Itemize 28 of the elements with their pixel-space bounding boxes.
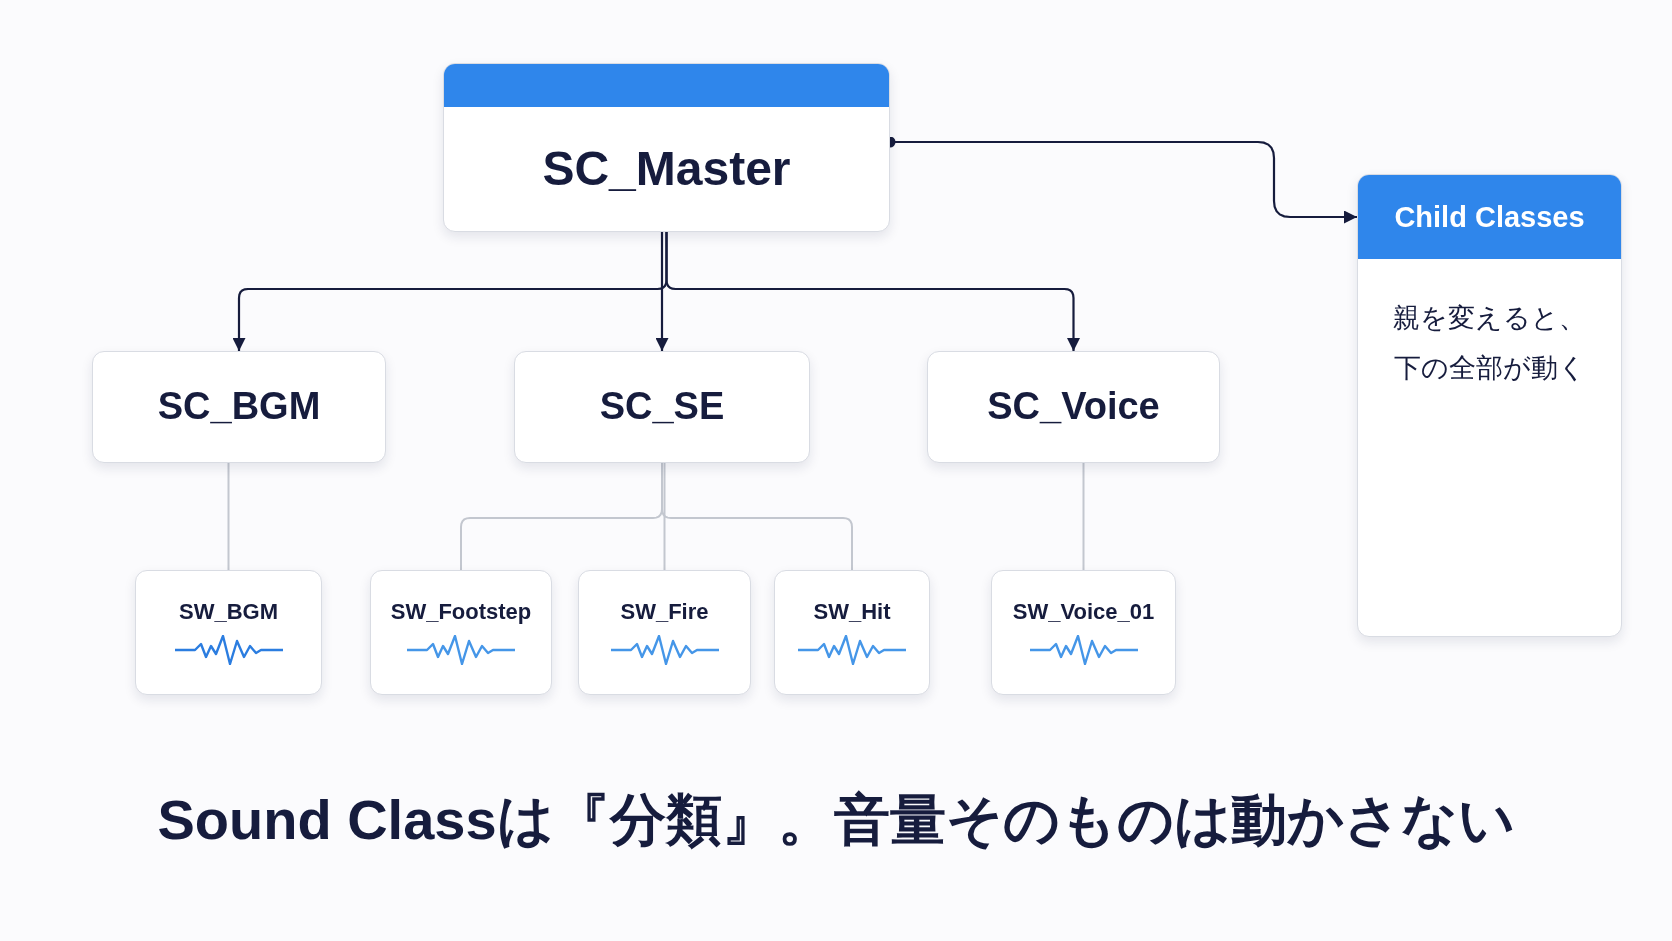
node-label: SC_SE [599, 385, 725, 429]
caption: Sound Classは『分類』。音量そのものは動かさない [157, 788, 1515, 851]
node-label: SW_Hit [813, 599, 891, 626]
connector-line [1082, 462, 1085, 571]
node-label: SW_Footstep [390, 599, 532, 626]
sound-card [578, 570, 751, 695]
sound-card [774, 570, 930, 695]
card-header: Child Classes [1358, 175, 1621, 259]
class-card [514, 351, 810, 463]
arrow [655, 232, 669, 351]
connector-line [661, 462, 853, 571]
node-label: SW_Voice_01 [1012, 599, 1155, 626]
connector-line [227, 462, 230, 571]
arrow [665, 232, 1080, 351]
info-panel [1357, 174, 1622, 637]
node-label: SC_BGM [157, 385, 321, 429]
node-label: SC_Voice [987, 385, 1160, 429]
class-card [927, 351, 1220, 463]
node-label: SC_Master [542, 141, 791, 197]
class-card [92, 351, 386, 463]
sound-card [991, 570, 1176, 695]
node-label: SW_Fire [620, 599, 709, 626]
class-card [443, 63, 890, 232]
body-text: 親を変えると、下の全部が動く [1392, 302, 1587, 385]
sound-card [135, 570, 322, 695]
connector-line [663, 462, 666, 571]
sound-card [370, 570, 552, 695]
node-label: SW_BGM [179, 599, 278, 626]
